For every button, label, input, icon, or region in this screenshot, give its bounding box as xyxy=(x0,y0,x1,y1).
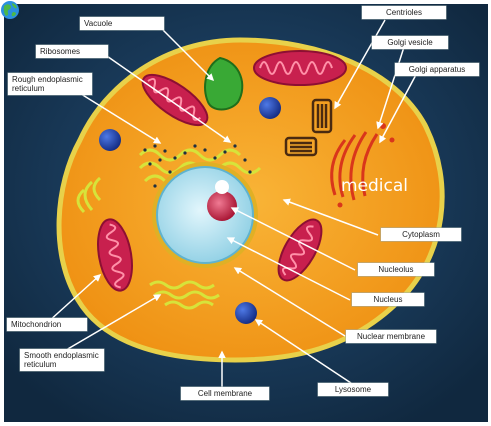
label-golgi-vesicle: Golgi vesicle xyxy=(372,36,448,49)
golgi-apparatus-shape xyxy=(330,131,379,201)
mitochondrion-top xyxy=(253,50,347,86)
label-nucleus: Nucleus xyxy=(352,293,424,306)
label-nuclear-membrane: Nuclear membrane xyxy=(346,330,436,343)
label-mitochondrion: Mitochondrion xyxy=(7,318,87,331)
label-cytoplasm: Cytoplasm xyxy=(381,228,461,241)
smooth-endoplasmic-reticulum xyxy=(149,280,220,310)
label-smooth-er: Smooth endoplasmic reticulum xyxy=(20,349,104,371)
lysosome-left xyxy=(99,129,121,151)
label-lysosome: Lysosome xyxy=(318,383,388,396)
mitochondrion-upper-left xyxy=(141,73,209,127)
label-ribosomes: Ribosomes xyxy=(36,45,108,58)
lysosome-top-right xyxy=(259,97,281,119)
mitochondrion-left xyxy=(97,218,133,292)
label-centrioles: Centrioles xyxy=(362,6,446,19)
smooth-er-left xyxy=(76,176,102,214)
label-cell-membrane: Cell membrane xyxy=(181,387,269,400)
nucleolus-shape xyxy=(207,191,237,221)
globe-icon xyxy=(1,1,19,19)
pointer-lines xyxy=(47,19,419,388)
label-nucleolus: Nucleolus xyxy=(358,263,434,276)
overlay-medical-text: medical xyxy=(341,176,409,196)
label-rough-er: Rough endoplasmic reticulum xyxy=(8,73,92,95)
label-golgi-apparatus: Golgi apparatus xyxy=(395,63,479,76)
lysosome-bottom xyxy=(235,302,257,324)
mitochondrion-right xyxy=(277,218,323,282)
label-vacuole: Vacuole xyxy=(80,17,164,30)
centrioles-shape xyxy=(284,98,333,157)
nucleus-shape xyxy=(152,162,258,268)
vacuole-shape xyxy=(204,56,244,111)
